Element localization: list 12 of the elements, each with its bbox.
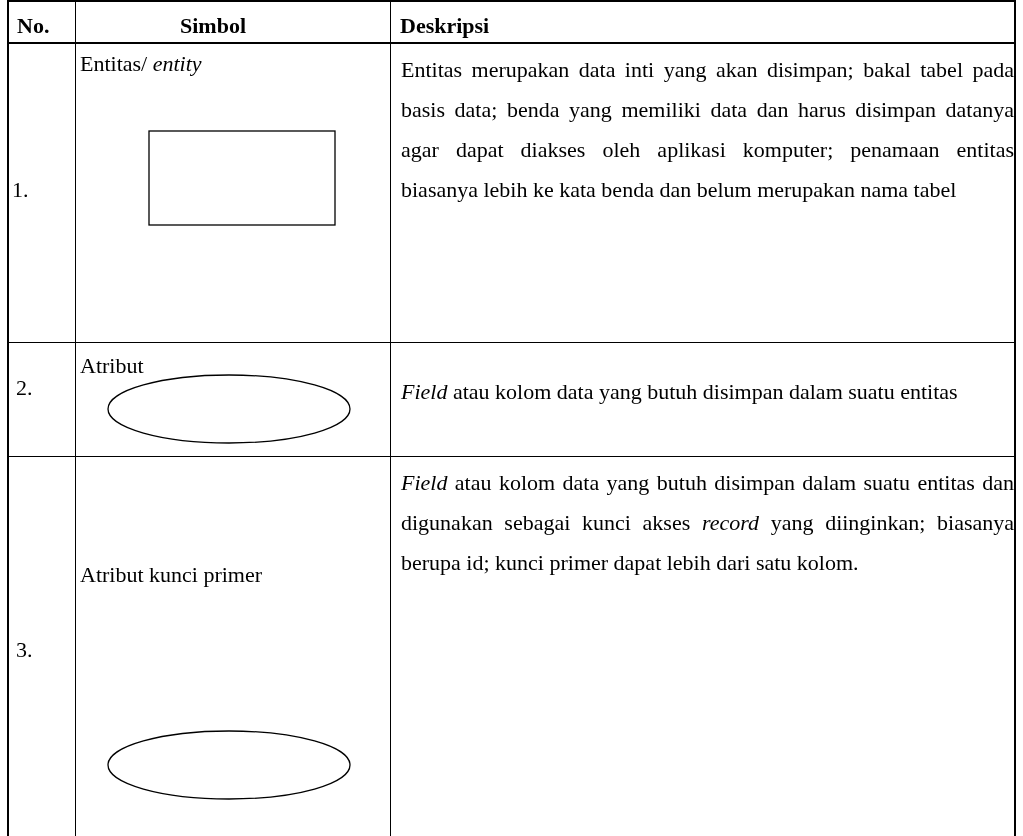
- column-header: No.: [17, 12, 50, 40]
- symbol-name: Atribut kunci primer: [80, 561, 263, 589]
- row-number: 2.: [16, 374, 33, 402]
- column-header: Deskripsi: [400, 12, 490, 40]
- symbol-name: Atribut: [80, 352, 144, 380]
- description-text: Field atau kolom data yang butuh disimpan dalam suatu entitas: [401, 378, 959, 406]
- description-text: Field atau kolom data yang butuh disimpan dalam suatu entitas dan digunakan sebagai kunci akses record yang diinginkan; biasanya berupa id; kunci primer dapat lebih dari satu kolom.: [401, 469, 1014, 577]
- symbol-name: Entitas/ entity: [80, 50, 202, 78]
- row-number: 3.: [16, 636, 33, 664]
- row-number: 1.: [12, 176, 29, 204]
- description-text: Entitas merupakan data inti yang akan disimpan; bakal tabel pada basis data; benda yang memiliki data dan harus disimpan datanya agar dapat diakses oleh aplikasi komputer; penamaan entitas biasanya lebih ke kata benda dan belum merupakan nama tabel: [401, 56, 1014, 204]
- column-header: Simbol: [180, 12, 247, 40]
